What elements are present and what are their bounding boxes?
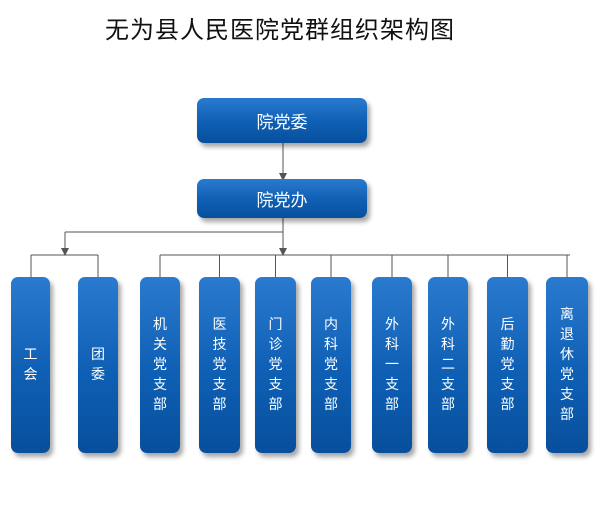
unit-label: 门诊党支部 <box>268 317 283 413</box>
unit-label: 工会 <box>23 347 38 383</box>
node-unit-3: 医技党支部 <box>199 277 240 453</box>
node-unit-4: 门诊党支部 <box>255 277 296 453</box>
unit-label: 内科党支部 <box>324 317 338 413</box>
node-unit-2: 机关党支部 <box>140 277 180 453</box>
node-unit-0: 工会 <box>11 277 50 453</box>
unit-label: 机关党支部 <box>153 317 167 413</box>
node-yuan-dangban: 院党办 <box>197 179 367 218</box>
unit-label: 医技党支部 <box>212 317 227 413</box>
chart-title: 无为县人民医院党群组织架构图 <box>105 16 455 44</box>
node-unit-5: 内科党支部 <box>311 277 351 453</box>
node-unit-1: 团委 <box>78 277 118 453</box>
node-unit-9: 离退休党支部 <box>546 277 588 453</box>
unit-label: 外科二支部 <box>441 317 455 413</box>
node-unit-7: 外科二支部 <box>428 277 468 453</box>
unit-label: 离退休党支部 <box>560 307 574 423</box>
node-yuan-dangwei: 院党委 <box>197 98 367 143</box>
node-unit-6: 外科一支部 <box>372 277 412 453</box>
unit-label: 团委 <box>91 347 105 383</box>
unit-label: 外科一支部 <box>385 317 399 413</box>
node-unit-8: 后勤党支部 <box>487 277 528 453</box>
unit-label: 后勤党支部 <box>500 317 515 413</box>
